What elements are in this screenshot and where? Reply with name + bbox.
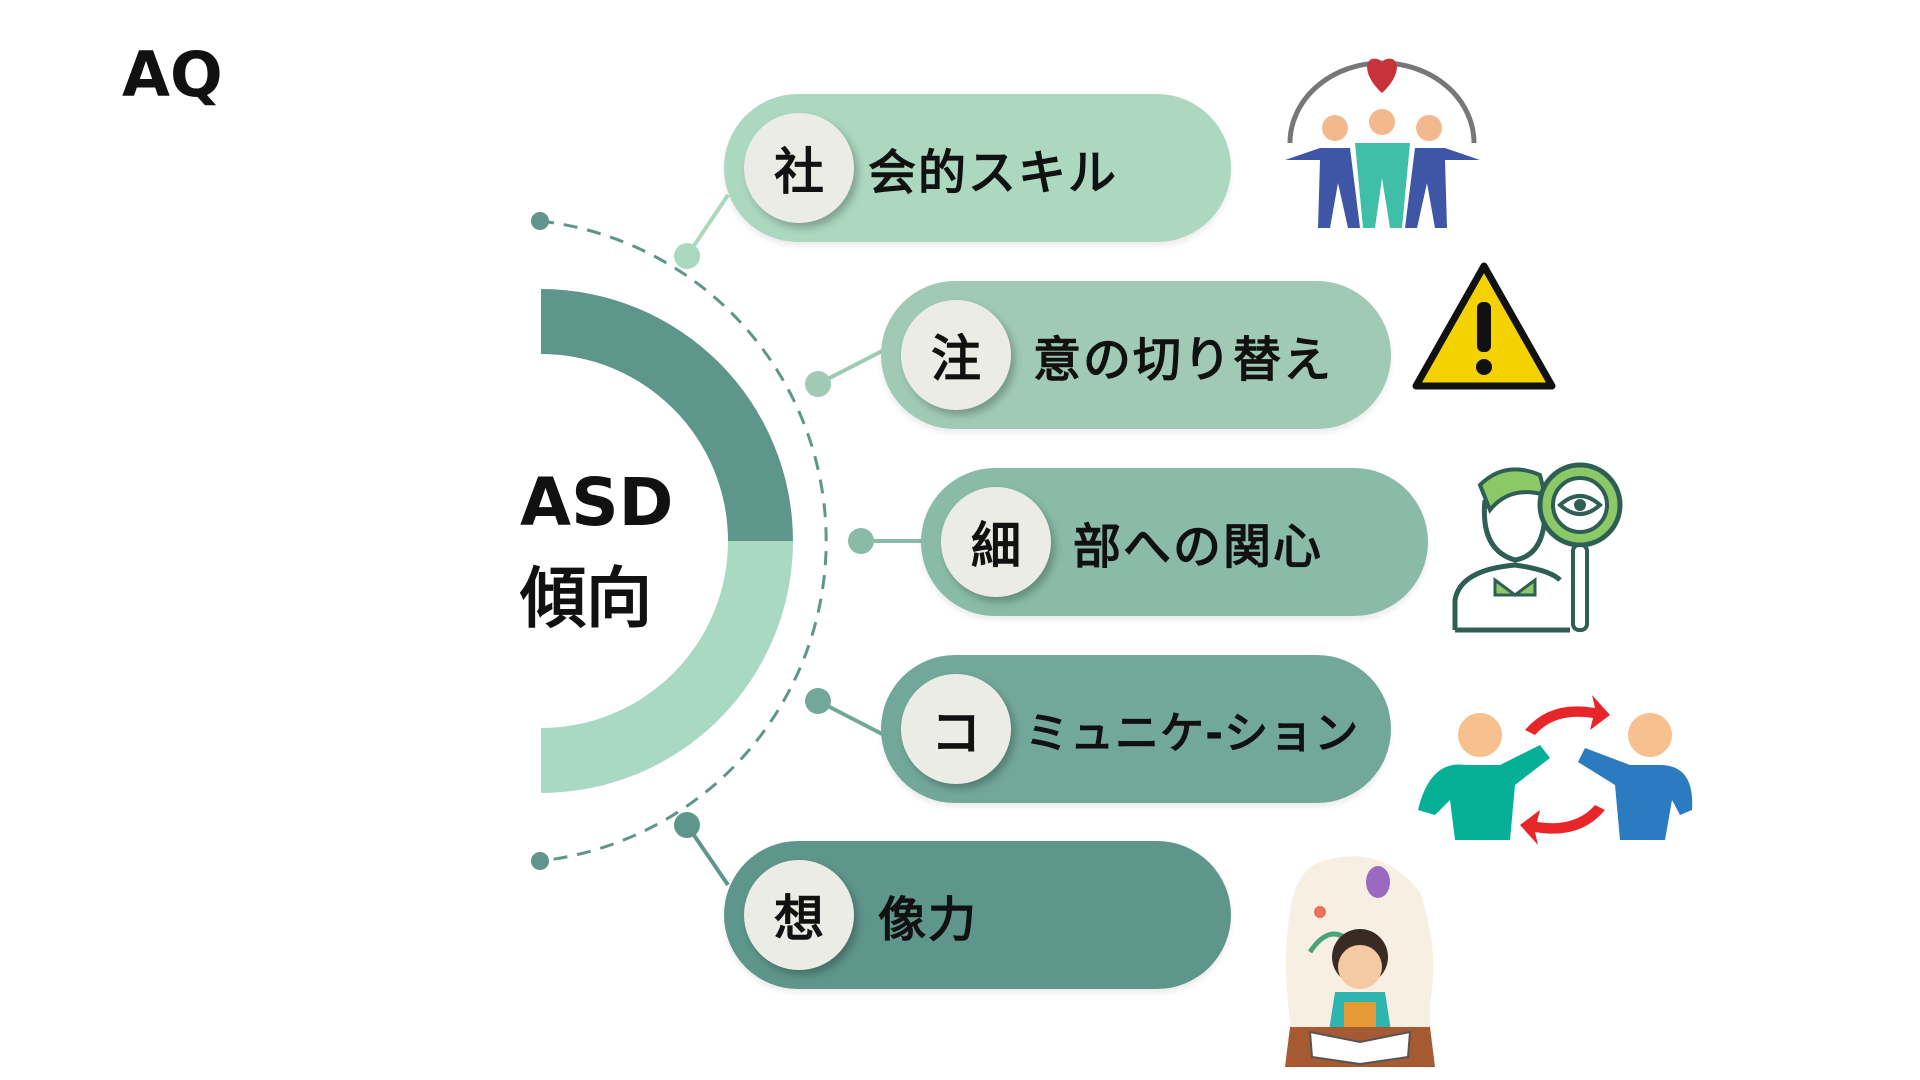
item-communication: コ ミュニケ-ション [881, 655, 1391, 803]
communication-icon [1418, 695, 1693, 845]
page-title: AQ [122, 38, 223, 111]
warning-icon [1412, 262, 1556, 390]
center-label: ASD 傾向 [520, 455, 673, 647]
item-badge: コ [901, 674, 1011, 784]
item-label: ミュニケ-ション [1025, 708, 1360, 759]
item-label: 意の切り替え [1033, 332, 1334, 388]
people-heart-icon [1285, 58, 1480, 228]
item-social-skills: 社 会的スキル [724, 94, 1231, 242]
item-label: 像力 [878, 892, 979, 948]
item-attention-to-detail: 細 部への関心 [921, 468, 1428, 616]
imagination-icon [1285, 856, 1435, 1067]
item-badge: 注 [901, 300, 1011, 410]
center-line1: ASD [520, 464, 674, 541]
item-badge: 細 [941, 487, 1051, 597]
donut-bottom [541, 541, 793, 793]
item-attention-switching: 注 意の切り替え [881, 281, 1391, 429]
item-label: 部への関心 [1073, 519, 1324, 575]
item-label: 会的スキル [868, 145, 1119, 201]
magnifier-person-icon [1452, 462, 1623, 633]
dashed-arc [539, 219, 828, 863]
item-badge: 想 [744, 860, 854, 970]
donut-top [541, 289, 793, 541]
item-badge: 社 [744, 113, 854, 223]
item-imagination: 想 像力 [724, 841, 1231, 989]
center-line2: 傾向 [520, 560, 652, 637]
